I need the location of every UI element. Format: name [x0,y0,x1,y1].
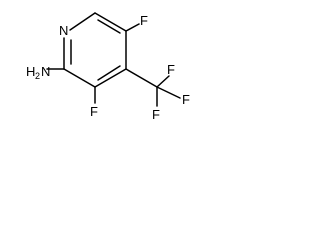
atom-cf3-fluorine-top: F [167,62,175,77]
bond-c4-cf3 [125,68,158,88]
atom-fluorine-c3: F [90,104,98,119]
bond-c6-c5 [94,12,127,32]
atom-labels: N F F H 2 N F F F [26,13,190,122]
bond-cf3-f-right [156,86,181,99]
bond-c5-f [125,23,140,32]
atom-amine-h: H [26,64,35,79]
atom-fluorine-c5: F [140,13,148,28]
bond-c4-c3-inner [97,65,121,81]
atom-ring-nitrogen: N [59,23,68,38]
bond-n1-c6 [69,12,96,31]
structure-diagram: N F F H 2 N F F F [26,12,190,122]
bond-c3-c2 [63,68,96,88]
atom-amine-n: N [41,64,50,79]
bond-c4-c3 [94,68,127,88]
bond-cf3-f-top [156,75,170,88]
atom-amine-subscript: 2 [35,71,40,81]
bond-c6-c5-inner [97,19,121,34]
atom-cf3-fluorine-bottom: F [152,107,160,122]
bonds [46,12,181,107]
atom-cf3-fluorine-right: F [182,92,190,107]
